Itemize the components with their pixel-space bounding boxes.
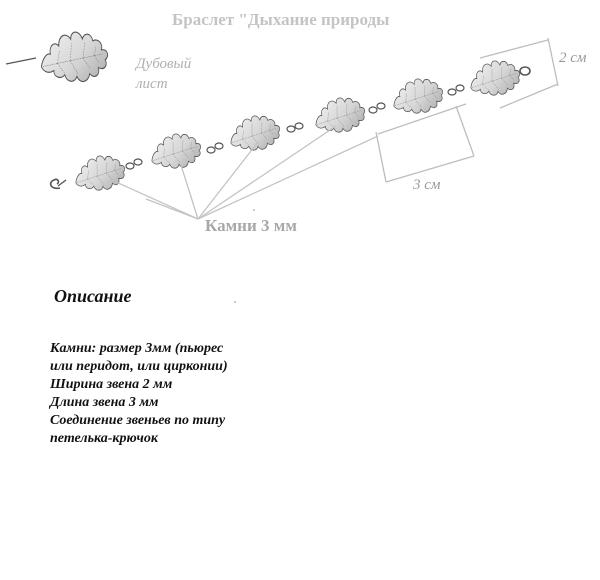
stones-label: Камни 3 мм <box>205 216 297 235</box>
description-line: петелька-крючок <box>50 431 158 446</box>
oak-leaf-illustration <box>35 25 113 91</box>
description-line: Длина звена 3 мм <box>50 395 159 410</box>
link-ring <box>286 122 304 133</box>
link-ring <box>368 102 386 114</box>
stray-dot <box>253 209 255 211</box>
bracelet-chain <box>49 54 531 199</box>
description-line: или перидот, или цирконии) <box>50 359 228 374</box>
oak-leaf-label-line: Дубовый <box>136 56 192 72</box>
oak-leaf-label: Дубовый лист <box>136 54 191 94</box>
width-dimension-label: 2 см <box>559 50 587 66</box>
description-line: Ширина звена 2 мм <box>50 377 173 392</box>
bracelet-leaf <box>69 149 130 199</box>
clasp-ring-right <box>519 66 531 76</box>
clasp-hook-left <box>49 178 61 190</box>
length-dimension-label: 3 см <box>413 177 441 193</box>
oak-leaf-label-line: лист <box>136 76 168 92</box>
stones-callout-lines <box>115 125 379 220</box>
bracelet-leaf <box>224 109 285 159</box>
link-ring <box>206 142 224 154</box>
length-dimension-lines <box>375 103 475 183</box>
link-ring <box>447 84 465 96</box>
description-heading: Описание <box>54 286 132 306</box>
description-line: Соединение звеньев по типу <box>50 413 226 428</box>
description-line: Камни: размер 3мм (пьюрес <box>50 341 224 356</box>
bracelet-title: Браслет "Дыхание природы <box>172 10 390 29</box>
description-text: Камни: размер 3мм (пьюрес или перидот, и… <box>50 340 228 448</box>
link-ring <box>125 158 143 170</box>
stray-dot <box>234 301 236 303</box>
bracelet-leaf <box>309 91 370 141</box>
width-dimension-lines <box>479 37 559 109</box>
bracelet-leaf <box>464 54 525 104</box>
bracelet-leaf <box>145 127 206 177</box>
oak-leaf-stem <box>5 57 37 65</box>
